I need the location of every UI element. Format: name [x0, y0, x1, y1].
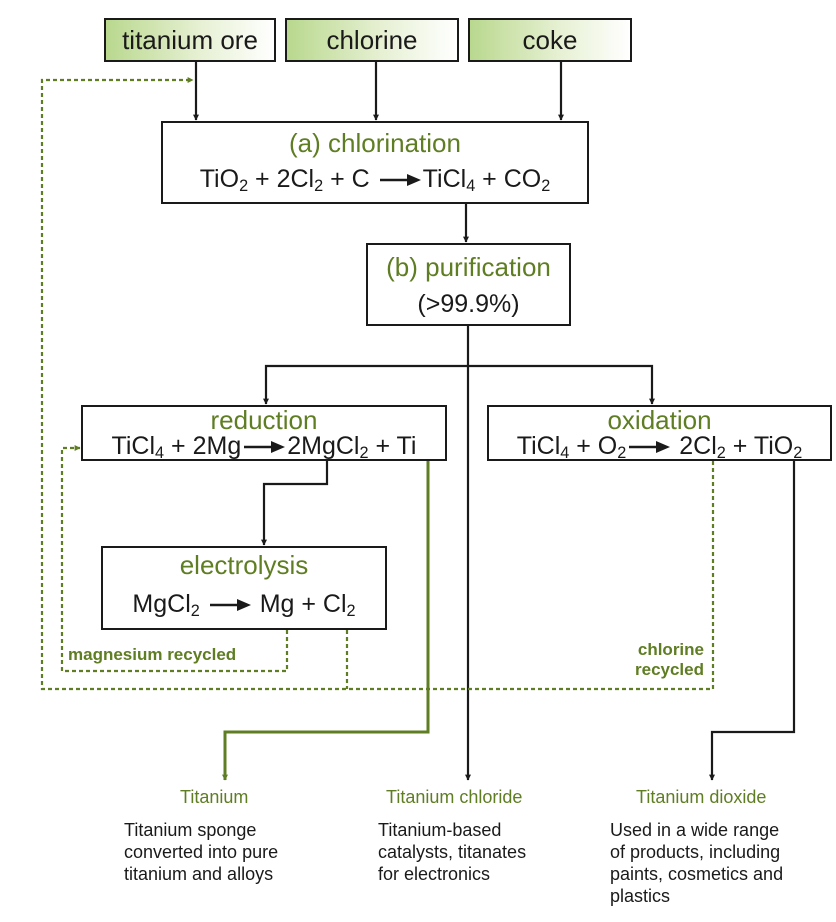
- magnesium-recycled-label: magnesium recycled: [68, 645, 237, 664]
- purification-title: (b) purification: [386, 252, 551, 282]
- titanium-chloride-output-description: Titanium-based catalysts, titanates for …: [378, 820, 527, 884]
- reduction-to-electrolysis-arrow: [261, 461, 329, 546]
- titanium-chloride-output-title: Titanium chloride: [386, 787, 523, 807]
- reaction-arrow-icon: [379, 174, 421, 187]
- chlorine-recycled-label: chlorine recycled: [635, 640, 704, 679]
- titanium-dioxide-output-title: Titanium dioxide: [636, 787, 767, 807]
- titanium-dioxide-output-description: Used in a wide range of products, includ…: [610, 820, 784, 906]
- split-connector: [263, 364, 655, 405]
- dioxide-output-line: [709, 461, 796, 781]
- magnesium-recycle-line: [60, 445, 289, 673]
- chlorine-input: chlorine: [285, 18, 459, 62]
- titanium-ore-input: titanium ore: [104, 18, 276, 62]
- reaction-arrow-icon: [629, 441, 671, 454]
- chlorination-title: (a) chlorination: [289, 128, 461, 158]
- reduction-title: reduction: [210, 405, 318, 435]
- coke-input: coke: [468, 18, 632, 62]
- oxidation-equation: TiCl4 + O2 2Cl2 + TiO2: [516, 432, 803, 462]
- electrolysis-box: electrolysis MgCl2 Mg + Cl2: [101, 546, 387, 630]
- titanium-output-line: [222, 447, 430, 781]
- titanium-output-title: Titanium: [180, 787, 249, 807]
- oxidation-box: oxidation TiCl4 + O2 2Cl2 + TiO2: [487, 405, 832, 461]
- reaction-arrow-icon: [244, 441, 286, 454]
- electrolysis-title: electrolysis: [179, 550, 309, 580]
- titanium-output-description: Titanium sponge converted into pure tita…: [124, 820, 279, 884]
- chlorination-box: (a) chlorination TiO2 + 2Cl2 + C TiCl4 +…: [161, 121, 589, 204]
- chlorination-equation: TiO2 + 2Cl2 + C TiCl4 + CO2: [199, 165, 551, 195]
- oxidation-title: oxidation: [607, 405, 712, 435]
- electrolysis-equation: MgCl2 Mg + Cl2: [132, 590, 356, 620]
- purification-detail: (>99.9%): [417, 290, 520, 318]
- purification-box: (b) purification (>99.9%): [366, 243, 571, 326]
- reaction-arrow-icon: [209, 599, 251, 612]
- chlorine-recycle-line: [40, 77, 715, 691]
